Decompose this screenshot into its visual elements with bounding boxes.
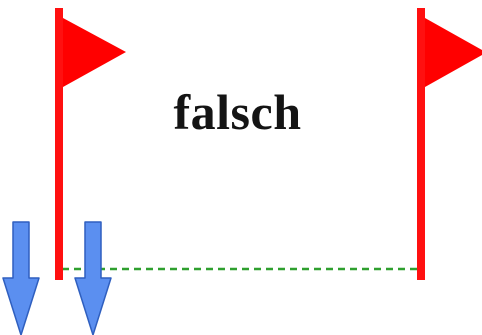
arrow-down-icon [2, 221, 40, 335]
caption-text: falsch [173, 84, 302, 140]
left-flag-banner [63, 18, 126, 87]
arrow-down-icon [74, 221, 112, 335]
left-flag-pole [55, 8, 63, 280]
right-flag-pole [417, 8, 425, 280]
right-flag-banner [425, 18, 482, 87]
right-flag-icon [417, 8, 482, 280]
left-flag-icon [55, 8, 126, 280]
